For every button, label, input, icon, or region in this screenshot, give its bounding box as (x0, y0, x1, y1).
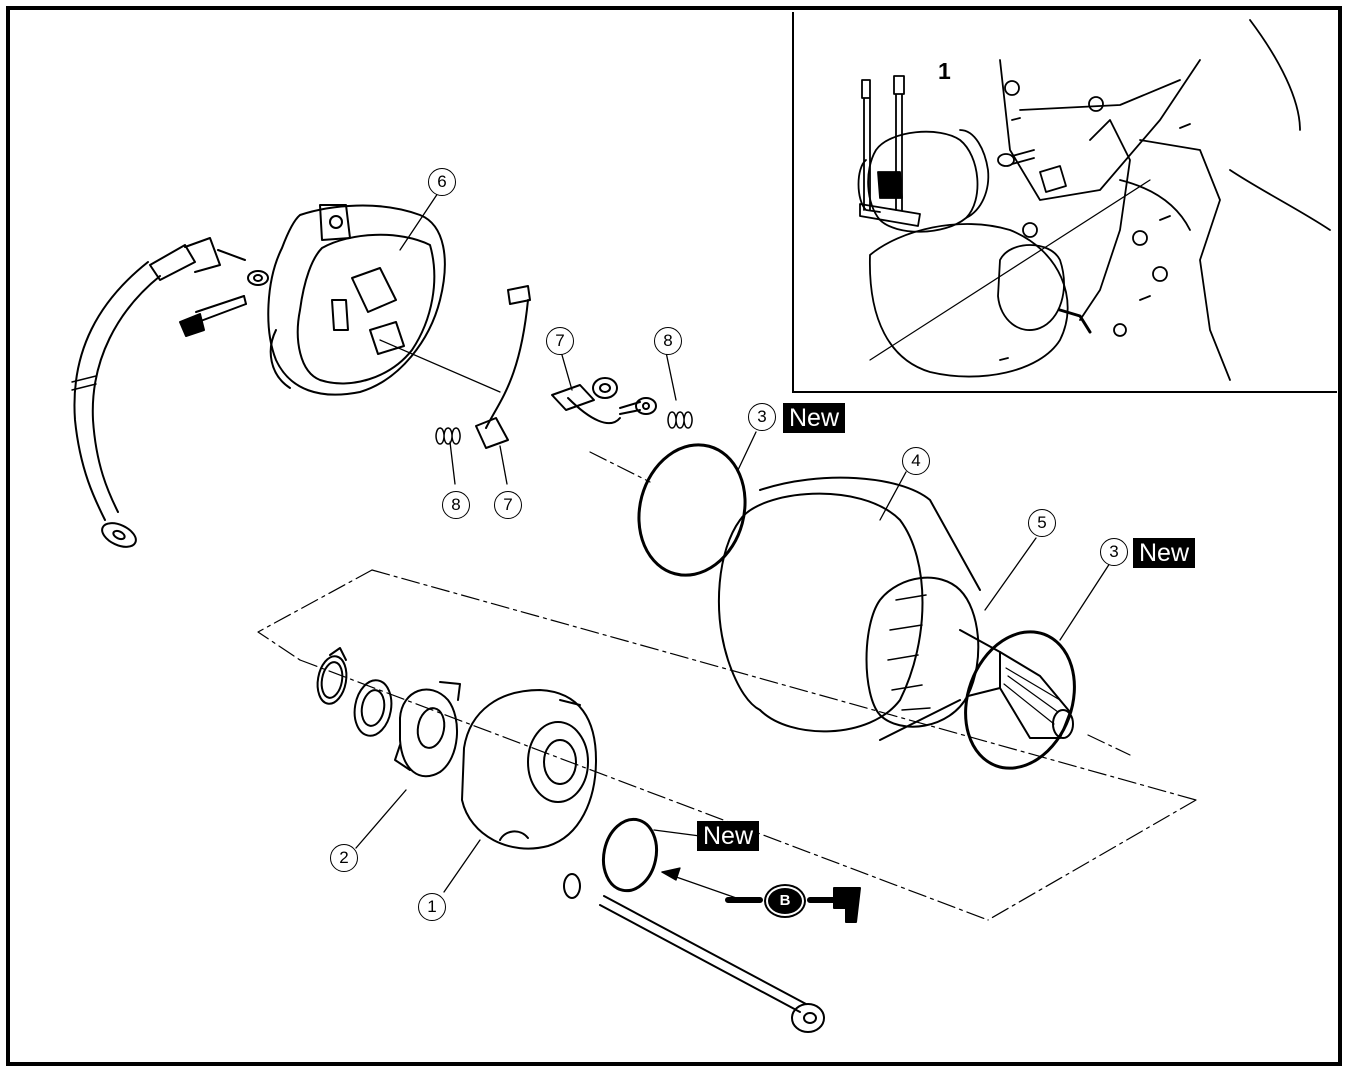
callout-3-upper: 3 (748, 403, 776, 431)
grease-b-symbol: B (766, 886, 804, 916)
brushes-and-springs (435, 285, 693, 449)
terminal-bolt (179, 295, 247, 337)
circlip-and-washers (316, 647, 461, 778)
callout-1: 1 (418, 893, 446, 921)
callout-4: 4 (902, 447, 930, 475)
leader-lines (355, 189, 1111, 901)
o-ring-upper (637, 443, 747, 577)
grease-gun-body (725, 887, 861, 923)
rear-cover (267, 204, 501, 396)
yoke (717, 476, 981, 741)
callout-5: 5 (1028, 509, 1056, 537)
callout-8-upper: 8 (654, 327, 682, 355)
callout-7-upper: 7 (546, 327, 574, 355)
callout-7-lower: 7 (494, 491, 522, 519)
inset-engine-drawing (857, 19, 1331, 381)
inset-panel (792, 12, 1337, 393)
new-badge-front: New (697, 821, 760, 851)
callout-8-lower: 8 (442, 491, 470, 519)
assembly-axis-lines (257, 451, 1197, 921)
new-badge-right: New (1133, 538, 1196, 568)
lead-cable (71, 237, 269, 548)
o-ring-lower (964, 630, 1076, 770)
callout-3-lower: 3 (1100, 538, 1128, 566)
callout-6: 6 (428, 168, 456, 196)
inset-part-number: 1 (938, 58, 951, 84)
new-badge-upper: New (783, 403, 846, 433)
armature (865, 576, 1074, 739)
callout-2: 2 (330, 844, 358, 872)
front-o-ring (601, 817, 659, 893)
diagram-frame (6, 6, 1342, 1066)
through-bolt (563, 873, 825, 1033)
front-cover (461, 689, 597, 850)
